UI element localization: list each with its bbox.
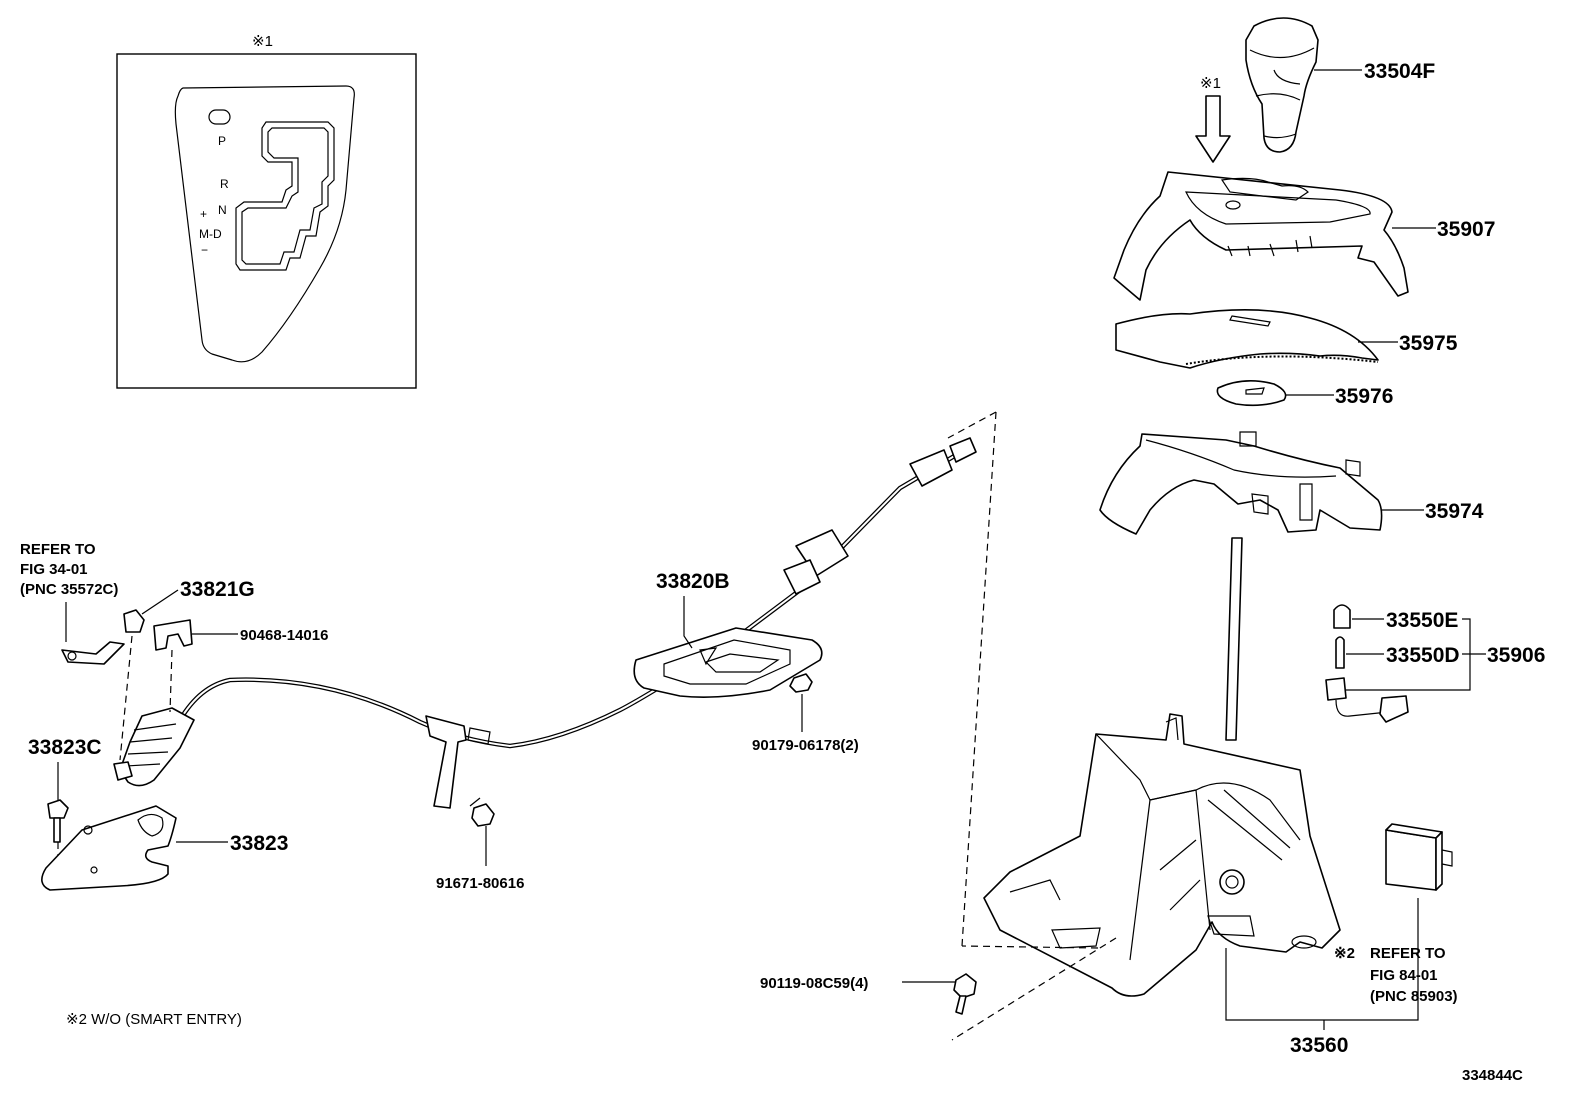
bolt-33823C — [47, 799, 69, 843]
lever-arm — [61, 641, 125, 665]
gate-plate — [174, 85, 355, 363]
label-33504F: 33504F — [1364, 60, 1435, 83]
refer-left-line2: FIG 34-01 — [20, 561, 88, 578]
label-35907: 35907 — [1437, 218, 1495, 241]
refer-right-line1: REFER TO — [1370, 945, 1446, 962]
label-35975: 35975 — [1399, 332, 1458, 355]
shift-knob — [1245, 17, 1319, 153]
refer-right-line2: FIG 84-01 — [1370, 967, 1438, 984]
label-35976: 35976 — [1335, 385, 1393, 408]
label-33550D: 33550D — [1386, 644, 1460, 667]
slide-cover-plate — [1115, 309, 1379, 369]
refer-left-line3: (PNC 35572C) — [20, 581, 118, 598]
nut-90179 — [789, 673, 813, 693]
bolt-90119 — [953, 973, 977, 1015]
arrow-mark: ※1 — [1200, 75, 1221, 92]
gate-label-md: M-D — [199, 227, 222, 241]
gate-slot-outer — [235, 121, 335, 271]
bracket-33823 — [41, 805, 177, 891]
smart-entry-module — [1385, 823, 1453, 891]
gate-label-plus: + — [200, 207, 207, 221]
label-35906: 35906 — [1487, 644, 1545, 667]
footnote: ※2 W/O (SMART ENTRY) — [66, 1011, 242, 1028]
indicator-bulbs — [1325, 604, 1409, 723]
label-91671: 91671-80616 — [436, 875, 524, 892]
gate-label-n: N — [218, 203, 227, 217]
label-33821G: 33821G — [180, 578, 255, 601]
view-arrow — [1195, 95, 1231, 163]
label-90468: 90468-14016 — [240, 627, 328, 644]
gate-label-minus: − — [201, 243, 208, 257]
shift-gate-inset: ※1 P R + N M-D − — [116, 33, 417, 389]
refer-right-line3: (PNC 85903) — [1370, 988, 1458, 1005]
clip-33821G — [123, 609, 145, 633]
refer-right-mark: ※2 — [1334, 945, 1355, 962]
gate-slot-inner — [241, 127, 329, 265]
gate-label-p: P — [218, 134, 226, 148]
indicator-housing — [1099, 431, 1383, 535]
label-35974: 35974 — [1425, 500, 1484, 523]
bolt-91671 — [469, 797, 495, 827]
indicator-plate — [1216, 380, 1287, 407]
gate-label-r: R — [220, 177, 229, 191]
shift-lever-base — [983, 537, 1341, 997]
figure-code: 334844C — [1462, 1067, 1523, 1084]
shift-bezel — [1113, 171, 1409, 301]
refer-left-line1: REFER TO — [20, 541, 96, 558]
label-33823: 33823 — [230, 832, 288, 855]
label-33550E: 33550E — [1386, 609, 1458, 632]
label-33560: 33560 — [1290, 1034, 1348, 1057]
label-33820B: 33820B — [656, 570, 730, 593]
shift-control-cable — [113, 437, 977, 809]
retainer-90468 — [153, 619, 193, 651]
label-90179: 90179-06178(2) — [752, 737, 859, 754]
label-90119: 90119-08C59(4) — [760, 975, 868, 992]
gate-button-marker — [208, 109, 231, 125]
label-33823C: 33823C — [28, 736, 102, 759]
inset-mark: ※1 — [252, 33, 273, 50]
